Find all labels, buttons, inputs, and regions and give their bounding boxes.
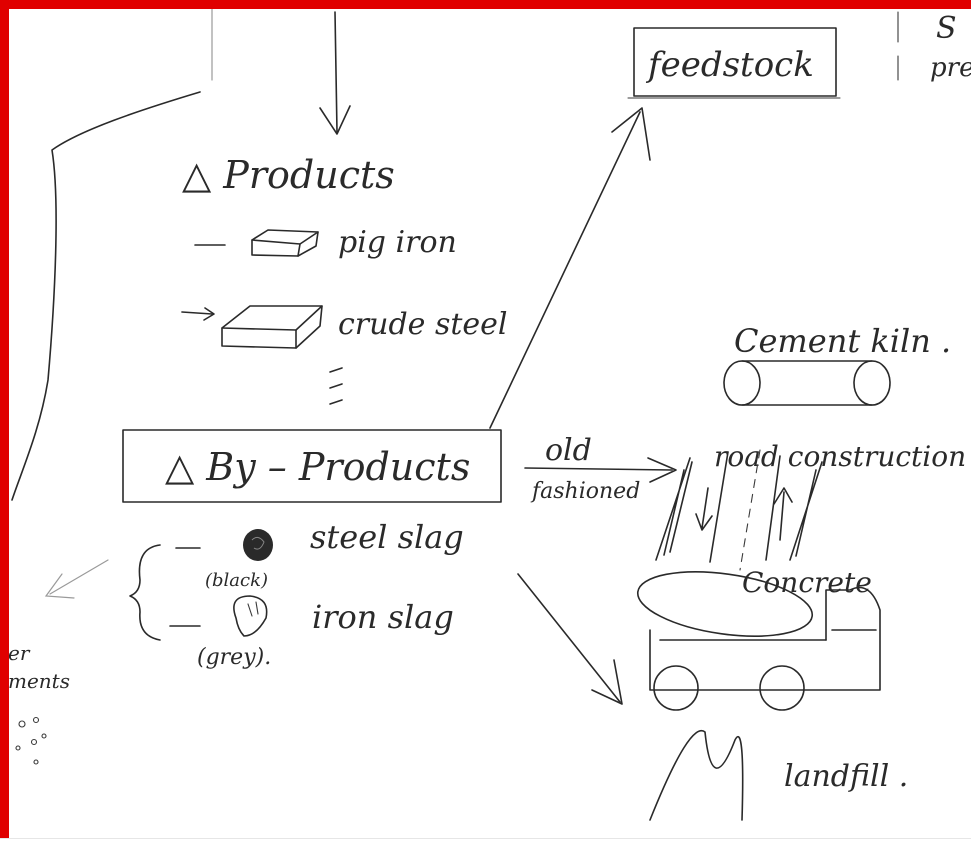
hand-drawn-diagram: △ Products pig iron crude steel △ By – P… xyxy=(9,9,971,821)
pebble-dots xyxy=(15,716,47,765)
concrete-truck xyxy=(636,571,881,711)
concrete-label: Concrete xyxy=(742,566,872,599)
by-products-heading: △ By – Products xyxy=(165,445,470,489)
sketch-frame: △ Products pig iron crude steel △ By – P… xyxy=(0,0,971,838)
kiln-drawing xyxy=(723,360,891,406)
iron-slag-blob xyxy=(233,595,268,637)
partial-text-1: S xyxy=(936,11,957,46)
old-label: old xyxy=(545,433,592,468)
steel-slag-label: steel slag xyxy=(310,518,464,556)
pig-iron-label: pig iron xyxy=(338,225,457,260)
feedstock-box xyxy=(627,27,841,99)
iron-slag-note: (grey). xyxy=(197,645,271,670)
partial-text-2: pre xyxy=(930,53,971,83)
road-drawing xyxy=(655,449,823,571)
crude-steel-label: crude steel xyxy=(338,307,508,342)
boundary-curve xyxy=(11,91,201,501)
crude-steel-icon xyxy=(181,305,323,349)
cement-kiln-label: Cement kiln . xyxy=(734,322,951,360)
slag-bracket xyxy=(129,544,201,641)
left-cut-text-1: er xyxy=(9,641,31,665)
by-products-box xyxy=(122,429,502,503)
road-construction-label: road construction xyxy=(714,440,966,473)
landfill-arrow xyxy=(517,573,623,705)
left-cut-text-2: ments xyxy=(9,669,70,693)
old-fashioned-arrow xyxy=(524,457,677,483)
steel-slag-note: (black) xyxy=(205,570,268,591)
footer-strip xyxy=(0,838,971,861)
feedstock-label: feedstock xyxy=(645,45,814,85)
feedstock-arrow xyxy=(489,107,651,429)
landfill-mark xyxy=(649,729,744,821)
iron-slag-label: iron slag xyxy=(312,598,454,636)
products-heading: △ Products xyxy=(182,153,395,197)
pig-iron-icon xyxy=(194,229,319,257)
landfill-label: landfill . xyxy=(784,759,908,794)
steel-slag-blob xyxy=(243,529,273,561)
fashioned-label: fashioned xyxy=(530,479,640,504)
left-faint-arrow xyxy=(44,559,109,599)
down-arrow xyxy=(319,11,351,135)
ellipsis-marks xyxy=(329,367,343,405)
